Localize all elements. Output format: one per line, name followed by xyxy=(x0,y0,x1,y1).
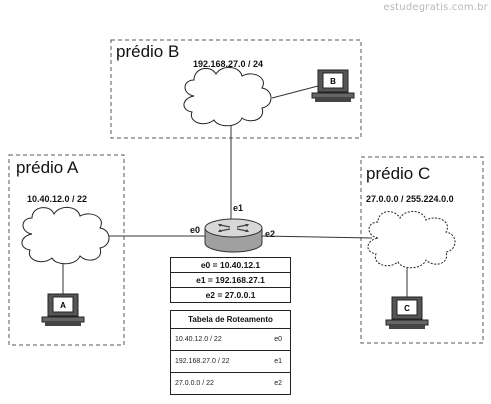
interface-e1-cell: e1 = 192.168.27.1 xyxy=(170,272,291,288)
building-a-box xyxy=(8,154,125,346)
pc-c-icon: C xyxy=(385,296,429,329)
port-e2-label: e2 xyxy=(265,229,276,239)
pc-c-letter: C xyxy=(404,304,410,313)
interface-row: e0 = 10.40.12.1 xyxy=(170,257,291,273)
interface-row: e1 = 192.168.27.1 xyxy=(170,272,291,288)
routing-iface-cell: e0 xyxy=(261,328,292,351)
building-c-label: prédio C xyxy=(366,164,431,183)
network-c-label: 27.0.0.0 / 255.224.0.0 xyxy=(366,194,454,204)
routing-network-cell: 10.40.12.0 / 22 xyxy=(170,328,262,351)
building-b-label: prédio B xyxy=(116,42,180,61)
routing-iface-cell: e2 xyxy=(261,372,292,395)
port-e0-label: e0 xyxy=(190,225,201,235)
routing-network-cell: 192.168.27.0 / 22 xyxy=(170,350,262,373)
network-b-label: 192.168.27.0 / 24 xyxy=(193,59,264,69)
cloud-b xyxy=(183,67,272,127)
router-icon xyxy=(204,218,263,253)
routing-row: 192.168.27.0 / 22 e1 xyxy=(170,350,292,373)
network-a-label: 10.40.12.0 / 22 xyxy=(27,194,88,204)
routing-row: 10.40.12.0 / 22 e0 xyxy=(170,328,292,351)
watermark: estudegratis.com.br xyxy=(383,2,488,13)
interface-table: e0 = 10.40.12.1 e1 = 192.168.27.1 e2 = 2… xyxy=(170,257,291,303)
link-cloud-b-pc xyxy=(271,85,319,99)
pc-b-icon: B xyxy=(311,69,355,102)
pc-a-icon: A xyxy=(41,293,85,326)
port-e1-label: e1 xyxy=(233,203,244,213)
interface-row: e2 = 27.0.0.1 xyxy=(170,287,291,303)
cloud-c xyxy=(367,211,456,269)
routing-table: Tabela de Roteamento 10.40.12.0 / 22 e0 … xyxy=(170,310,292,395)
building-a-label: prédio A xyxy=(16,158,79,177)
routing-network-cell: 27.0.0.0 / 22 xyxy=(170,372,262,395)
link-router-c xyxy=(261,235,373,239)
routing-iface-cell: e1 xyxy=(261,350,292,373)
cloud-a xyxy=(21,207,110,265)
routing-row: 27.0.0.0 / 22 e2 xyxy=(170,372,292,395)
pc-b-letter: B xyxy=(330,77,336,86)
pc-a-letter: A xyxy=(60,301,66,310)
interface-e2-cell: e2 = 27.0.0.1 xyxy=(170,287,291,303)
building-b-box xyxy=(110,39,362,139)
routing-table-title: Tabela de Roteamento xyxy=(170,310,291,329)
interface-e0-cell: e0 = 10.40.12.1 xyxy=(170,257,291,273)
